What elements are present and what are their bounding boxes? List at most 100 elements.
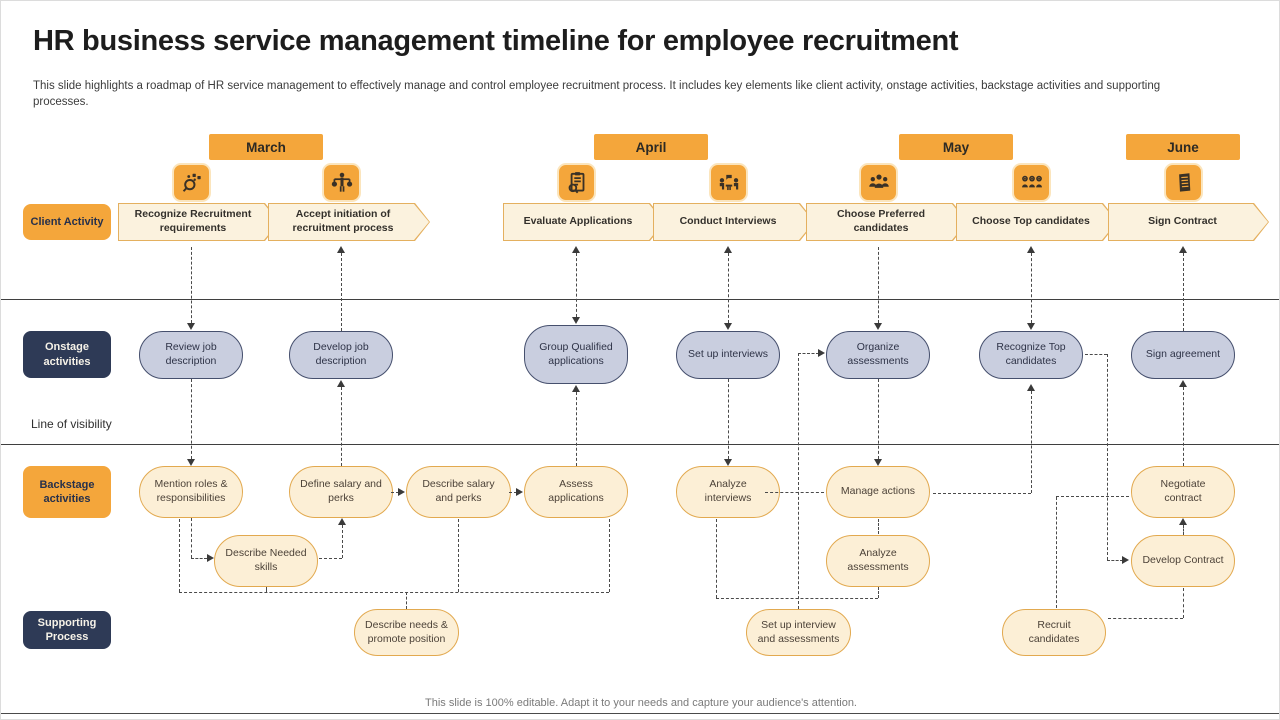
interview-icon bbox=[709, 163, 748, 202]
client-step-label: Evaluate Applications bbox=[523, 215, 633, 228]
client-step-label: Choose Preferred candidates bbox=[836, 208, 926, 234]
client-step-label: Sign Contract bbox=[1148, 215, 1217, 228]
connector-line bbox=[576, 392, 577, 466]
onstage-top-divider bbox=[1, 299, 1279, 300]
connector-line bbox=[191, 379, 192, 459]
bottom-divider bbox=[1, 713, 1279, 714]
backstage-pill: Assess applications bbox=[524, 466, 628, 518]
connector-arrowhead-down bbox=[187, 459, 195, 466]
onstage-pill: Set up interviews bbox=[676, 331, 780, 379]
connector-line bbox=[1183, 253, 1184, 331]
connector-arrowhead-up bbox=[724, 246, 732, 253]
onstage-pill: Organize assessments bbox=[826, 331, 930, 379]
client-step-arrow: Accept initiation of recruitment process bbox=[268, 203, 430, 241]
connector-line bbox=[728, 379, 729, 459]
connector-arrowhead-up bbox=[1179, 246, 1187, 253]
connector-line bbox=[319, 558, 342, 559]
connector-line bbox=[609, 519, 610, 592]
connector-line bbox=[878, 519, 879, 534]
connector-arrowhead-up bbox=[337, 246, 345, 253]
connector-line bbox=[391, 492, 399, 493]
backstage-pill: Analyze assessments bbox=[826, 535, 930, 587]
connector-line bbox=[1056, 497, 1057, 608]
contract-icon bbox=[1164, 163, 1203, 202]
connector-line bbox=[266, 587, 267, 592]
connector-arrowhead-up bbox=[338, 518, 346, 525]
connector-arrowhead-down bbox=[572, 317, 580, 324]
connector-arrowhead-up bbox=[1027, 246, 1035, 253]
connector-arrowhead-right bbox=[516, 488, 523, 496]
person-balance-icon bbox=[322, 163, 361, 202]
connector-line bbox=[341, 253, 342, 331]
client-step-arrow: Evaluate Applications bbox=[503, 203, 665, 241]
connector-line bbox=[878, 379, 879, 459]
client-step-arrow: Choose Top candidates bbox=[956, 203, 1118, 241]
connector-arrowhead-right bbox=[398, 488, 405, 496]
connector-line bbox=[878, 247, 879, 323]
month-may: May bbox=[899, 134, 1013, 160]
connector-line bbox=[509, 492, 517, 493]
connector-line bbox=[1056, 496, 1129, 497]
connector-arrowhead-up bbox=[572, 385, 580, 392]
document-review-icon bbox=[557, 163, 596, 202]
client-step-label: Choose Top candidates bbox=[972, 215, 1090, 228]
backstage-pill: Describe salary and perks bbox=[406, 466, 511, 518]
row-label-supporting: Supporting Process bbox=[23, 611, 111, 649]
connector-line bbox=[716, 598, 878, 599]
connector-line bbox=[1107, 560, 1123, 561]
connector-line bbox=[1183, 588, 1184, 618]
connector-line bbox=[179, 592, 609, 593]
connector-arrowhead-up bbox=[337, 380, 345, 387]
onstage-pill: Recognize Top candidates bbox=[979, 331, 1083, 379]
connector-arrowhead-up bbox=[572, 246, 580, 253]
backstage-pill: Define salary and perks bbox=[289, 466, 393, 518]
connector-line bbox=[798, 353, 799, 609]
connector-line bbox=[458, 519, 459, 592]
connector-arrowhead-down bbox=[874, 459, 882, 466]
connector-line bbox=[1183, 387, 1184, 466]
client-step-arrow: Choose Preferred candidates bbox=[806, 203, 968, 241]
connector-arrowhead-down bbox=[724, 323, 732, 330]
client-step-arrow: Sign Contract bbox=[1108, 203, 1269, 241]
connector-line bbox=[191, 247, 192, 323]
onstage-pill: Group Qualified applications bbox=[524, 325, 628, 384]
connector-arrowhead-down bbox=[1027, 323, 1035, 330]
client-step-label: Recognize Recruitment requirements bbox=[134, 208, 252, 234]
connector-line bbox=[1108, 618, 1183, 619]
connector-line bbox=[798, 353, 819, 354]
candidates-group-icon bbox=[859, 163, 898, 202]
footer-note: This slide is 100% editable. Adapt it to… bbox=[425, 697, 857, 709]
connector-arrowhead-up bbox=[1179, 518, 1187, 525]
connector-line bbox=[1107, 354, 1108, 560]
connector-line bbox=[179, 519, 180, 592]
connector-line bbox=[1085, 354, 1107, 355]
connector-arrowhead-down bbox=[187, 323, 195, 330]
client-step-label: Accept initiation of recruitment process bbox=[292, 208, 394, 234]
backstage-pill: Manage actions bbox=[826, 466, 930, 518]
row-label-backstage: Backstage activities bbox=[23, 466, 111, 518]
backstage-pill: Mention roles & responsibilities bbox=[139, 466, 243, 518]
onstage-pill: Sign agreement bbox=[1131, 331, 1235, 379]
connector-line bbox=[406, 592, 407, 609]
connector-arrowhead-right bbox=[818, 349, 825, 357]
connector-line bbox=[191, 558, 207, 559]
row-label-onstage: Onstage activities bbox=[23, 331, 111, 378]
magnifier-insights-icon bbox=[172, 163, 211, 202]
line-of-visibility-divider bbox=[1, 444, 1279, 445]
connector-line bbox=[933, 493, 1031, 494]
connector-line bbox=[878, 587, 879, 598]
connector-line bbox=[342, 525, 343, 558]
client-step-arrow: Conduct Interviews bbox=[653, 203, 815, 241]
connector-line bbox=[1031, 391, 1032, 493]
connector-arrowhead-up bbox=[1027, 384, 1035, 391]
month-april: April bbox=[594, 134, 708, 160]
connector-arrowhead-right bbox=[1122, 556, 1129, 564]
top-candidates-icon bbox=[1012, 163, 1051, 202]
backstage-pill: Negotiate contract bbox=[1131, 466, 1235, 518]
connector-line bbox=[728, 253, 729, 323]
connector-line bbox=[341, 387, 342, 466]
month-march: March bbox=[209, 134, 323, 160]
connector-arrowhead-down bbox=[724, 459, 732, 466]
supporting-pill: Set up interview and assessments bbox=[746, 609, 851, 656]
